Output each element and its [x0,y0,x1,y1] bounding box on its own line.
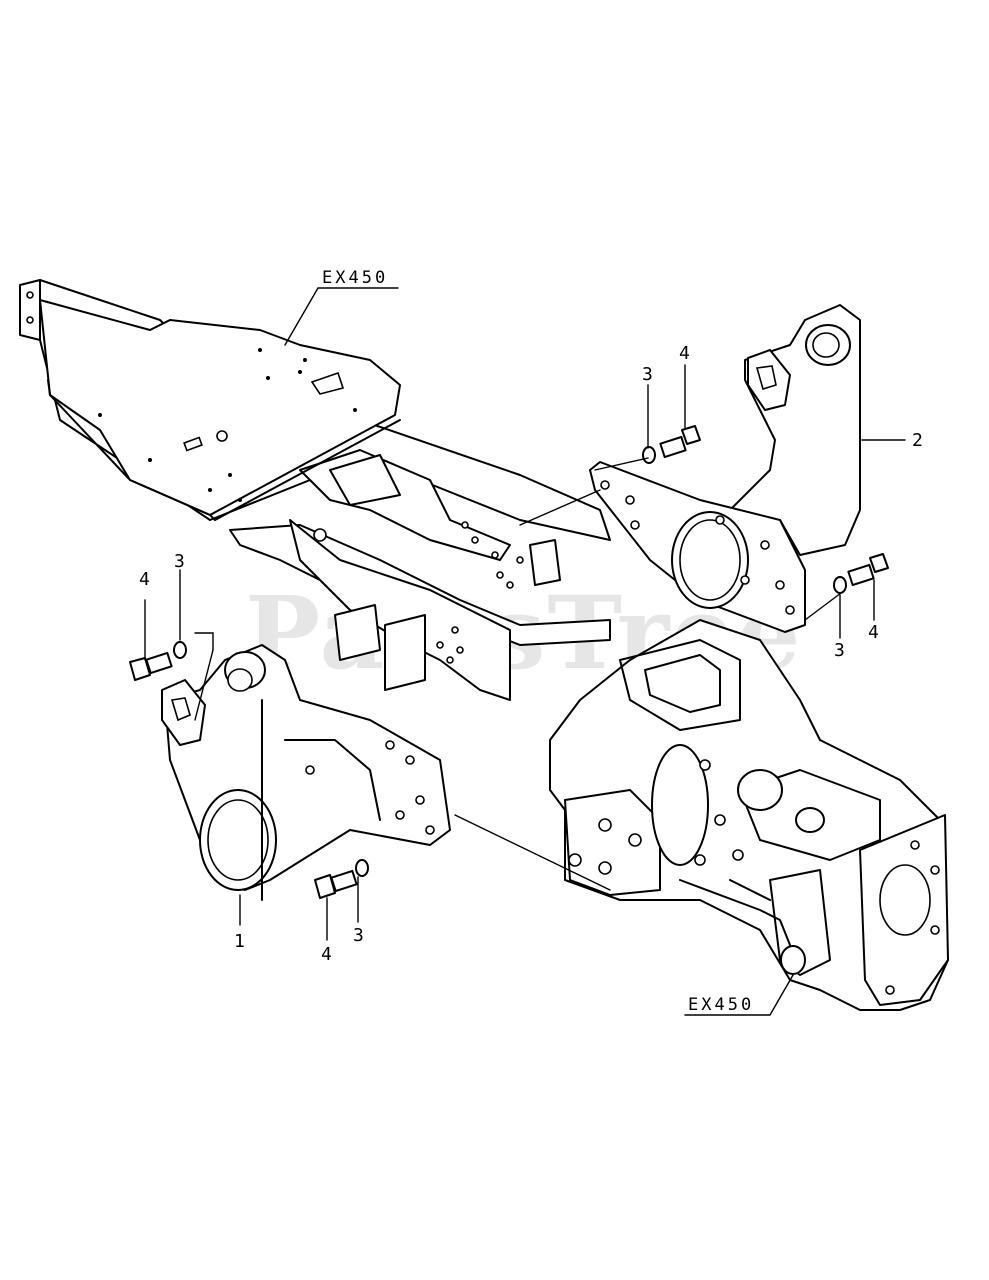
label-part-4-top: 4 [679,343,690,364]
label-part-3-left: 3 [174,551,185,572]
part-1-bracket [161,644,451,901]
washer-bottom [355,859,369,877]
label-part-4-bottom: 4 [321,944,332,965]
callout-ex450-bottom: EX450 [688,995,754,1015]
bolt-top [659,425,701,459]
plate-holes [98,348,357,502]
label-part-1: 1 [234,931,245,952]
housing-bolts [568,759,940,995]
label-part-4-left: 4 [139,569,150,590]
bolt-bottom [314,869,358,899]
frame-holes [96,376,524,664]
label-part-3-right: 3 [834,640,845,661]
callout-ex450-top: EX450 [322,268,388,288]
bracket-2-holes [600,480,795,615]
transmission-housing [549,619,949,1011]
label-part-3-bottom: 3 [353,925,364,946]
bolt-left [129,651,173,681]
bolt-right [847,553,889,587]
part-2-bracket [589,304,861,633]
washer-top [642,446,656,464]
label-part-4-right: 4 [868,622,879,643]
bracket-1-holes [305,740,435,835]
washer-left [173,641,187,659]
floor-plate [39,299,401,521]
label-part-2: 2 [912,430,923,451]
leader-lines [144,287,906,1016]
label-part-3-top: 3 [642,364,653,385]
